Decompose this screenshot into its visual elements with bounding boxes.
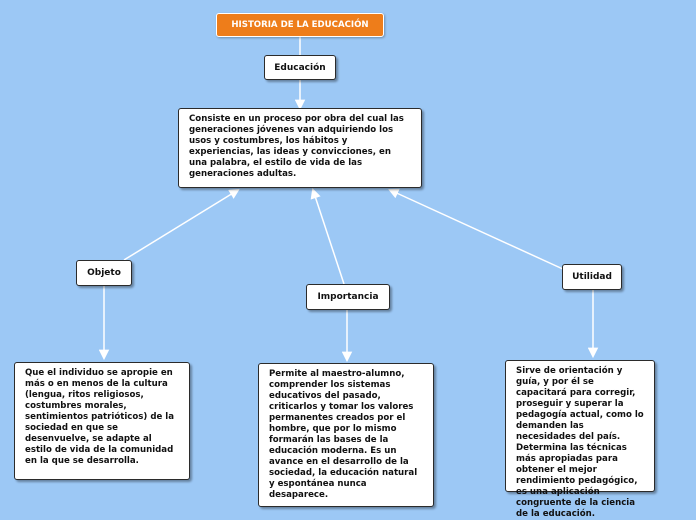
importancia-text-node[interactable]: Permite al maestro-alumno, comprender lo… (258, 363, 434, 507)
importancia-node[interactable]: Importancia (306, 284, 390, 310)
connector-utilidad-definition (388, 188, 566, 271)
connector-objeto-definition (123, 188, 240, 261)
connector-importancia-definition (310, 188, 345, 285)
central-topic-node[interactable]: Educación (264, 55, 336, 80)
definition-node[interactable]: Consiste en un proceso por obra del cual… (178, 108, 422, 188)
objeto-node[interactable]: Objeto (76, 260, 132, 286)
utilidad-text-node[interactable]: Sirve de orientación y guía, y por él se… (505, 360, 655, 519)
title-node[interactable]: HISTORIA DE LA EDUCACIÓN (216, 13, 384, 37)
objeto-text-node[interactable]: Que el individuo se apropie en más o en … (14, 362, 190, 480)
utilidad-node[interactable]: Utilidad (562, 264, 622, 290)
